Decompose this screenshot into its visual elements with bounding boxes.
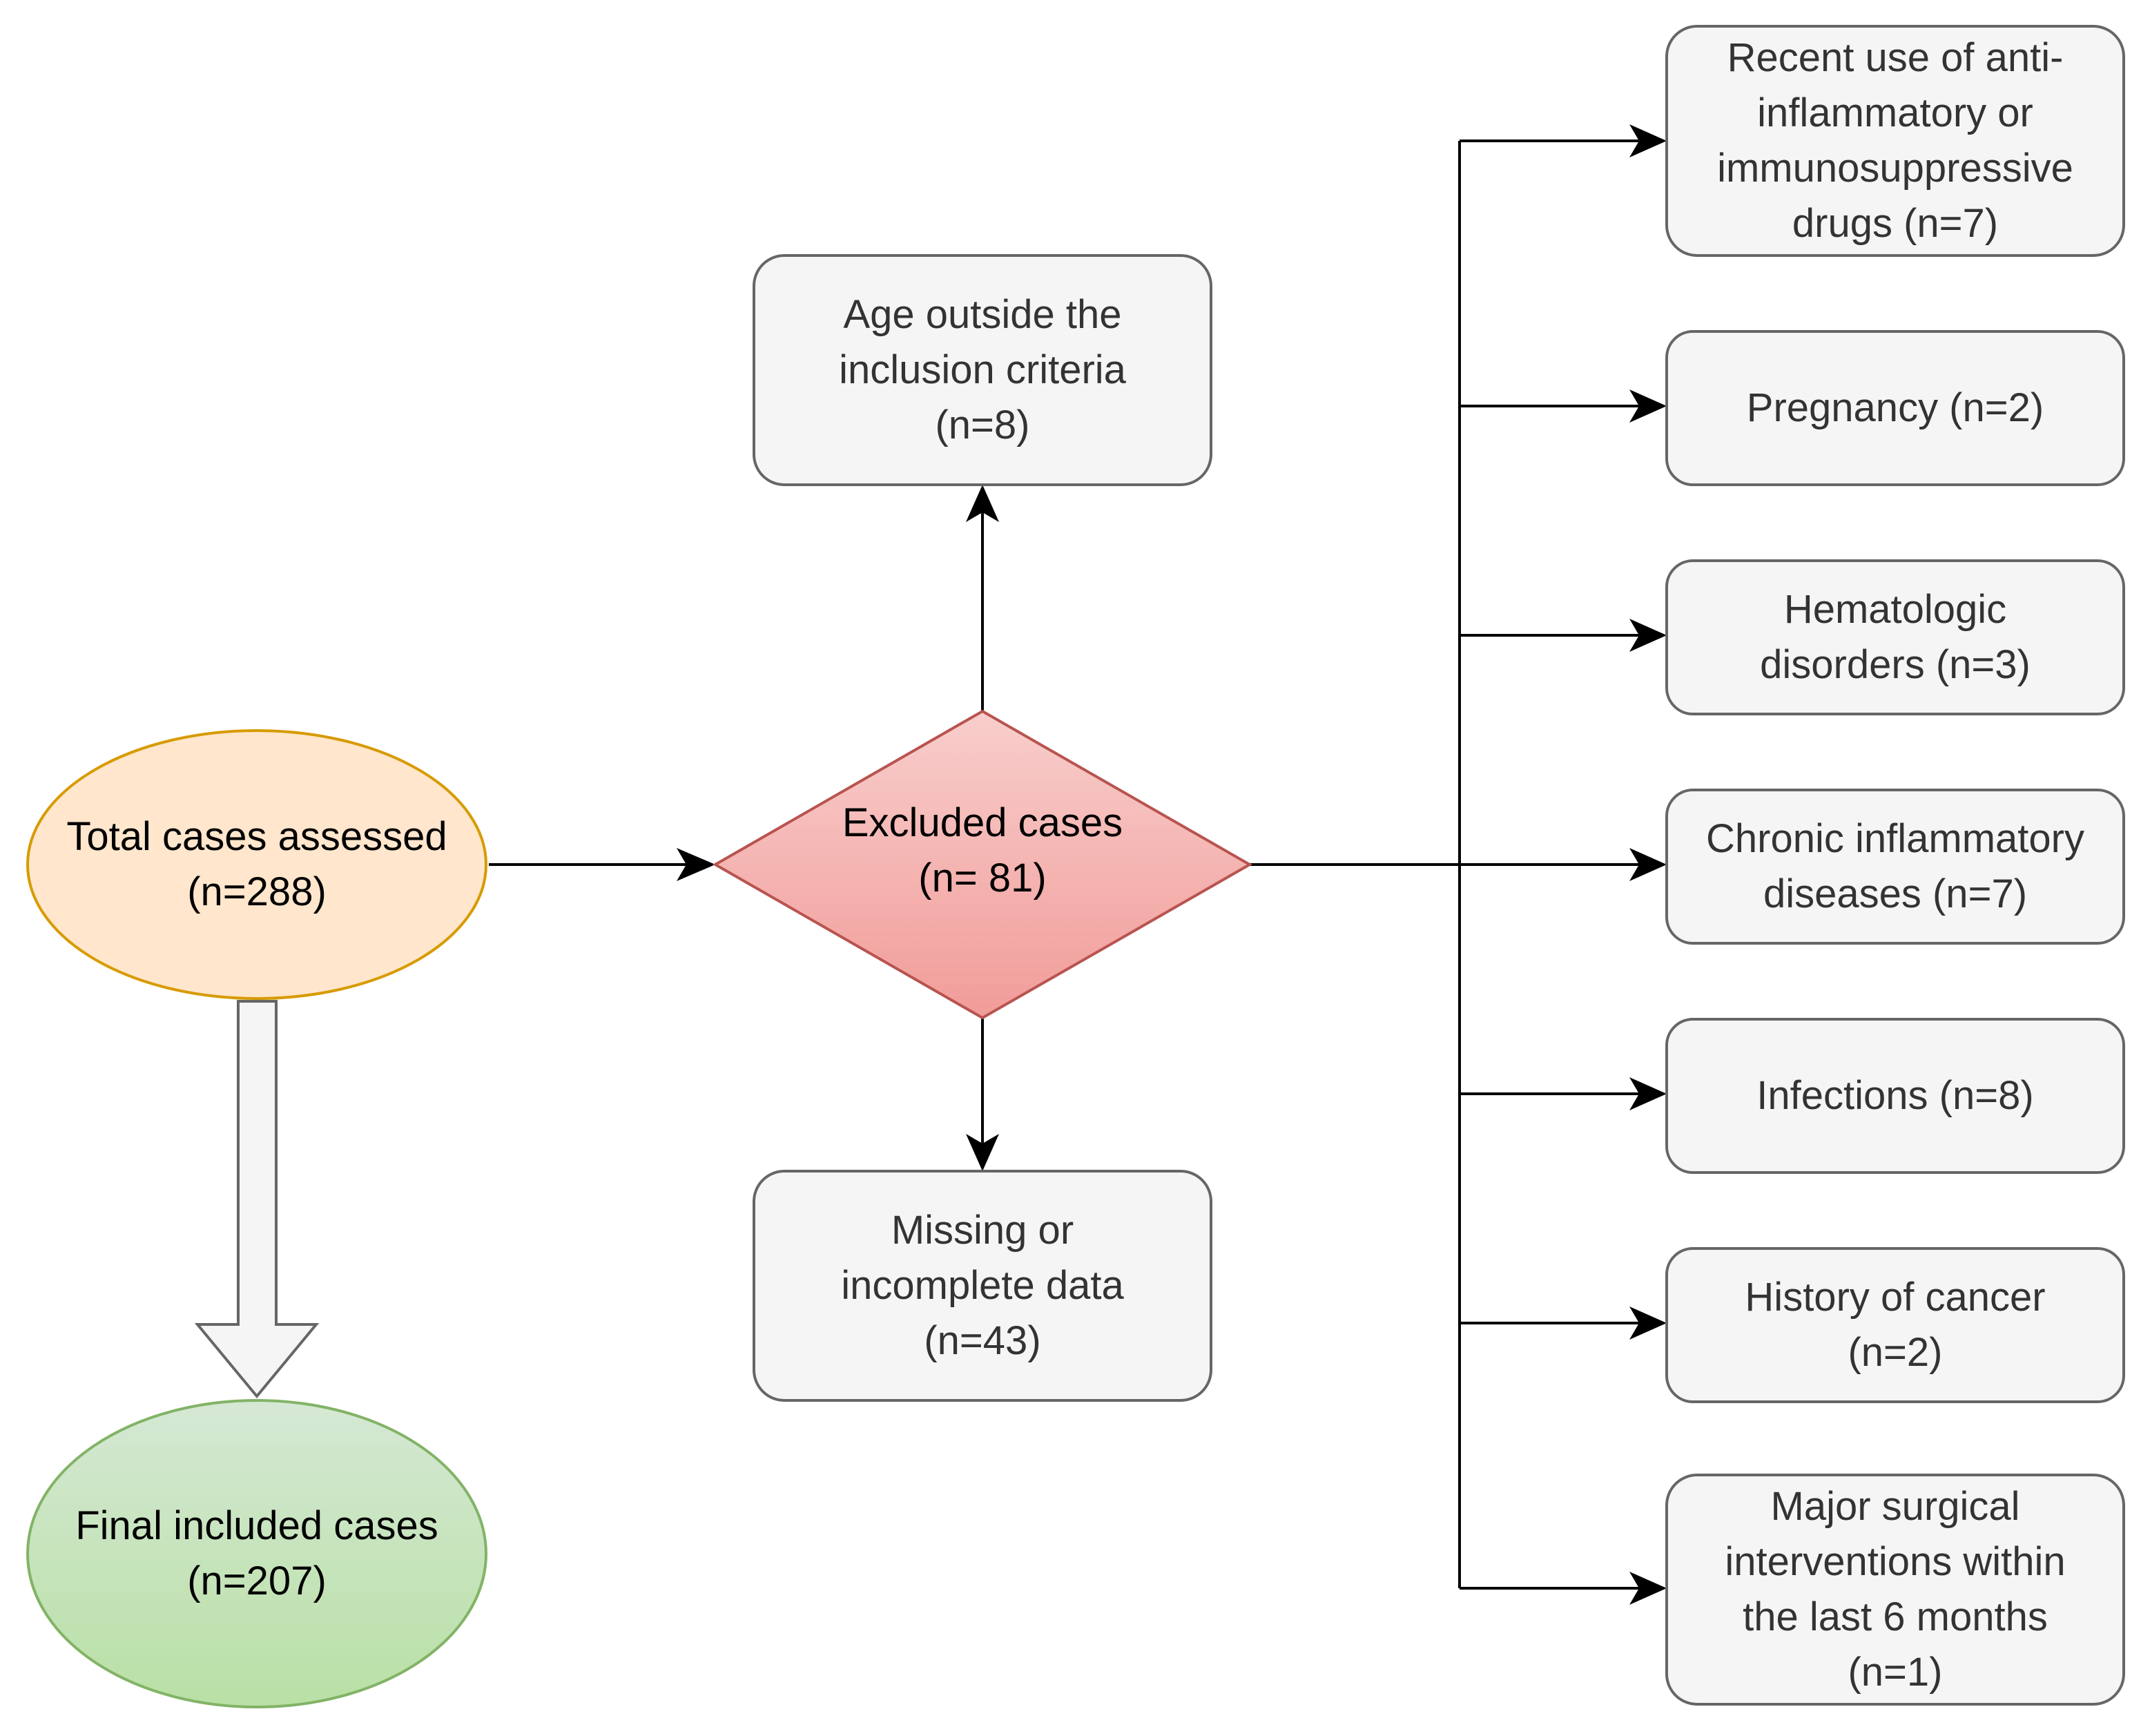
arrowhead-to-missing	[966, 1134, 999, 1171]
final-label-line-2: (n=207)	[187, 1559, 327, 1603]
hematologic-label-line-1: Hematologic	[1783, 587, 2007, 632]
arrowhead-to-drugs	[1629, 124, 1667, 157]
cancer-box	[1665, 1247, 2125, 1403]
surgery-label-line-2: interventions within	[1725, 1539, 2066, 1584]
arrowhead-to-hematologic	[1629, 619, 1667, 652]
drugs-box	[1665, 25, 2125, 257]
missing-label-line-3: (n=43)	[924, 1318, 1041, 1363]
hematologic-box	[1665, 559, 2125, 715]
final-ellipse	[26, 1399, 487, 1708]
block-arrow-start-to-final	[194, 1000, 320, 1399]
connectors	[489, 139, 1639, 1590]
surgery-label-line-1: Major surgical	[1770, 1484, 2020, 1529]
final-label-line-1: Final included cases	[75, 1503, 438, 1548]
final-label: Final included cases (n=207)	[28, 1471, 486, 1637]
missing-label-line-2: incomplete data	[841, 1263, 1124, 1308]
infections-label-line-1: Infections (n=8)	[1756, 1073, 2034, 1118]
chronic-label: Chronic inflammatory diseases (n=7)	[1667, 790, 2124, 943]
age-label-line-1: Age outside the	[843, 292, 1122, 337]
infections-box	[1665, 1018, 2125, 1174]
arrowhead-to-surgery	[1629, 1572, 1667, 1605]
pregnancy-label-line-1: Pregnancy (n=2)	[1746, 385, 2044, 430]
start-label: Total cases assessed (n=288)	[28, 782, 486, 947]
chronic-box	[1665, 789, 2125, 945]
excluded-label-line-1: Excluded cases	[842, 800, 1123, 845]
start-label-line-2: (n=288)	[187, 869, 327, 914]
start-label-line-1: Total cases assessed	[66, 814, 447, 859]
drugs-label-line-2: inflammatory or	[1757, 90, 2033, 135]
surgery-label: Major surgical interventions within the …	[1667, 1475, 2124, 1704]
arrowhead-to-age	[966, 485, 999, 522]
chronic-label-line-2: diseases (n=7)	[1763, 871, 2028, 916]
age-label-line-2: inclusion criteria	[839, 347, 1126, 392]
cancer-label: History of cancer (n=2)	[1667, 1248, 2124, 1402]
arrowheads	[677, 124, 1667, 1605]
missing-box	[753, 1170, 1212, 1402]
missing-label: Missing or incomplete data (n=43)	[754, 1171, 1211, 1400]
excluded-label: Excluded cases (n= 81)	[759, 768, 1205, 934]
hematologic-label: Hematologic disorders (n=3)	[1667, 561, 2124, 714]
start-ellipse	[26, 729, 487, 1000]
drugs-label-line-3: immunosuppressive	[1717, 146, 2073, 191]
arrowhead-to-excluded	[677, 848, 715, 881]
drugs-label-line-1: Recent use of anti-	[1727, 35, 2064, 80]
surgery-label-line-4: (n=1)	[1848, 1650, 1943, 1695]
cancer-label-line-2: (n=2)	[1848, 1330, 1943, 1375]
missing-label-line-1: Missing or	[891, 1208, 1074, 1253]
pregnancy-label: Pregnancy (n=2)	[1667, 331, 2124, 485]
arrowhead-to-infections	[1629, 1077, 1667, 1110]
drugs-label-line-4: drugs (n=7)	[1792, 201, 1999, 246]
arrowhead-to-cancer	[1629, 1306, 1667, 1340]
hematologic-label-line-2: disorders (n=3)	[1760, 642, 2031, 687]
infections-label: Infections (n=8)	[1667, 1019, 2124, 1173]
excluded-label-line-2: (n= 81)	[918, 856, 1047, 900]
chronic-label-line-1: Chronic inflammatory	[1706, 816, 2084, 861]
surgery-label-line-3: the last 6 months	[1743, 1594, 2048, 1639]
age-box	[753, 254, 1212, 486]
pregnancy-box	[1665, 330, 2125, 486]
age-label-line-3: (n=8)	[935, 403, 1030, 447]
age-label: Age outside the inclusion criteria (n=8)	[754, 255, 1211, 485]
cancer-label-line-1: History of cancer	[1745, 1275, 2046, 1320]
arrowhead-to-pregnancy	[1629, 389, 1667, 423]
excluded-diamond	[712, 709, 1253, 1020]
surgery-box	[1665, 1474, 2125, 1706]
arrowhead-to-chronic	[1629, 848, 1667, 881]
drugs-label: Recent use of anti- inflammatory or immu…	[1667, 26, 2124, 255]
